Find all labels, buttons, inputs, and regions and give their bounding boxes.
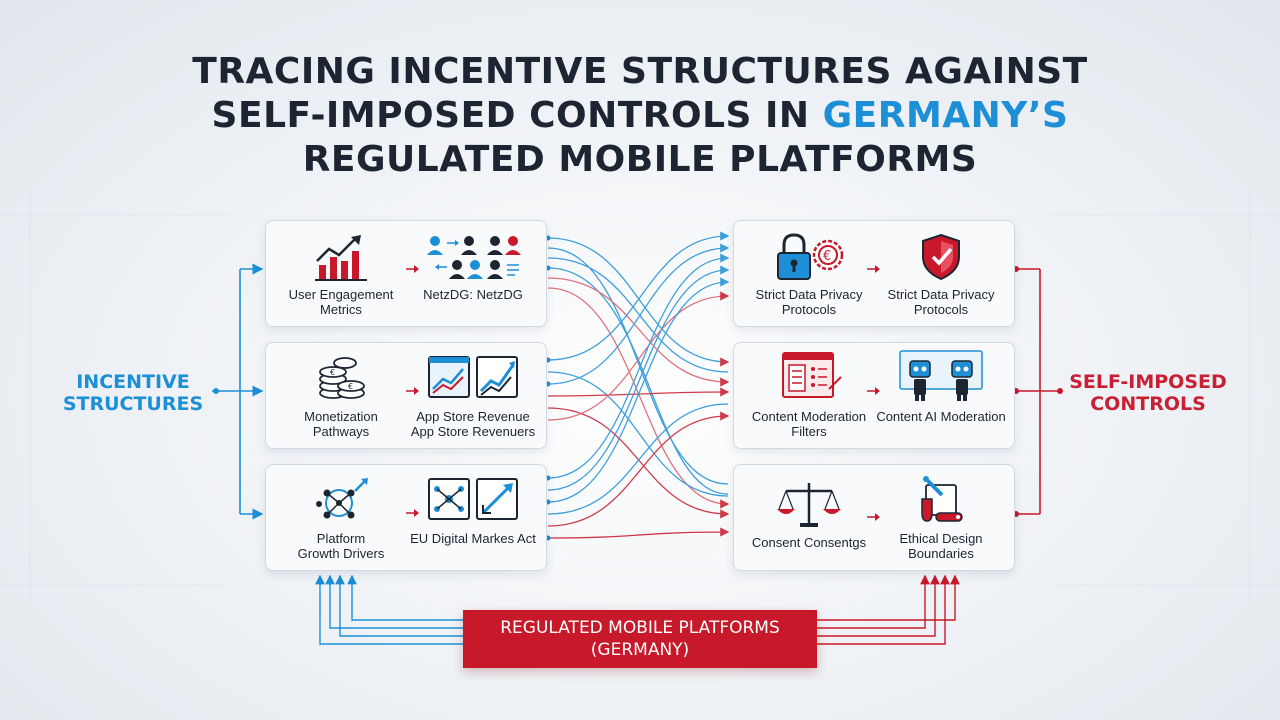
control-card-privacy: € Strict Data Privacy Protocols Strict D… [733, 220, 1015, 327]
title-line-2: SELF-IMPOSED CONTROLS IN GERMANY’S [0, 94, 1280, 138]
card-caption: Consent Consentgs [751, 535, 867, 550]
arrow-right-icon [406, 505, 420, 523]
card-cell: Strict Data Privacy Protocols [866, 231, 1016, 317]
card-caption: Strict Data Privacy Protocols [755, 287, 863, 317]
card-cell: Platform Growth Drivers [266, 475, 416, 561]
card-cell: € Strict Data Privacy Protocols [734, 231, 884, 317]
control-card-ethics: Consent Consentgs Ethical Design Boundar… [733, 464, 1015, 571]
coin-stack-icon: € € [319, 357, 365, 399]
arrow-right-icon [867, 261, 881, 279]
arrow-right-icon [406, 261, 420, 279]
moderation-filter-icon [782, 352, 842, 398]
card-caption: Content AI Moderation [876, 409, 1006, 424]
regulated-platforms-box: REGULATED MOBILE PLATFORMS (GERMANY) [463, 610, 817, 668]
balance-scale-icon [777, 483, 841, 527]
incentive-card-growth: Platform Growth Drivers EU Digital Marke… [265, 464, 547, 571]
card-cell: User Engagement Metrics [266, 231, 416, 317]
card-caption: Monetization Pathways [304, 409, 378, 439]
card-caption: Ethical Design Boundaries [899, 531, 983, 561]
card-caption: Content Moderation Filters [751, 409, 867, 439]
card-caption: Platform Growth Drivers [297, 531, 385, 561]
card-caption: NetzDG: NetzDG [423, 287, 523, 302]
shield-check-icon [922, 233, 960, 281]
incentive-card-monetization: € € Monetization Pathways App Store Reve… [265, 342, 547, 449]
title-line-2-text: SELF-IMPOSED CONTROLS IN [211, 95, 823, 136]
arrow-right-icon [867, 509, 881, 527]
ai-robot-icon [899, 350, 983, 401]
card-cell: Ethical Design Boundaries [866, 475, 1016, 561]
control-card-moderation: Content Moderation Filters Content AI Mo… [733, 342, 1015, 449]
svg-text:€: € [330, 368, 335, 377]
revenue-chart-icon [428, 356, 518, 398]
arrow-right-icon [867, 383, 881, 401]
card-cell: € € Monetization Pathways [266, 353, 416, 439]
arrow-right-icon [406, 383, 420, 401]
regulated-platforms-text: REGULATED MOBILE PLATFORMS (GERMANY) [500, 618, 780, 660]
card-cell: App Store Revenue App Store Revenuers [398, 353, 548, 439]
design-tools-icon [921, 476, 963, 522]
incentive-structures-label: INCENTIVE STRUCTURES [58, 371, 208, 415]
card-caption: User Engagement Metrics [288, 287, 394, 317]
padlock-euro-icon: € [777, 233, 844, 280]
card-cell: Consent Consentgs [734, 479, 884, 550]
incentive-card-engagement: User Engagement Metrics NetzDG: NetzDG [265, 220, 547, 327]
network-growth-icon [316, 478, 368, 519]
digital-act-icon [428, 478, 518, 520]
rising-bar-chart-icon [315, 235, 367, 281]
card-caption: EU Digital Markes Act [410, 531, 536, 546]
card-cell: EU Digital Markes Act [398, 475, 548, 546]
self-imposed-controls-label: SELF-IMPOSED CONTROLS [1058, 371, 1238, 415]
title-line-2-accent: GERMANY’S [822, 95, 1069, 136]
page-title: TRACING INCENTIVE STRUCTURES AGAINST SEL… [0, 50, 1280, 182]
title-line-1: TRACING INCENTIVE STRUCTURES AGAINST [192, 51, 1088, 92]
card-cell: NetzDG: NetzDG [398, 231, 548, 302]
self-imposed-controls-text: SELF-IMPOSED CONTROLS [1069, 371, 1227, 415]
card-cell: Content Moderation Filters [734, 349, 884, 439]
card-cell: Content AI Moderation [866, 349, 1016, 424]
incentive-structures-text: INCENTIVE STRUCTURES [62, 371, 204, 415]
user-group-icon [427, 236, 521, 279]
card-caption: App Store Revenue App Store Revenuers [410, 409, 536, 439]
title-line-3: REGULATED MOBILE PLATFORMS [302, 139, 978, 180]
card-caption: Strict Data Privacy Protocols [887, 287, 995, 317]
svg-text:€: € [823, 249, 831, 264]
svg-text:€: € [348, 382, 353, 391]
